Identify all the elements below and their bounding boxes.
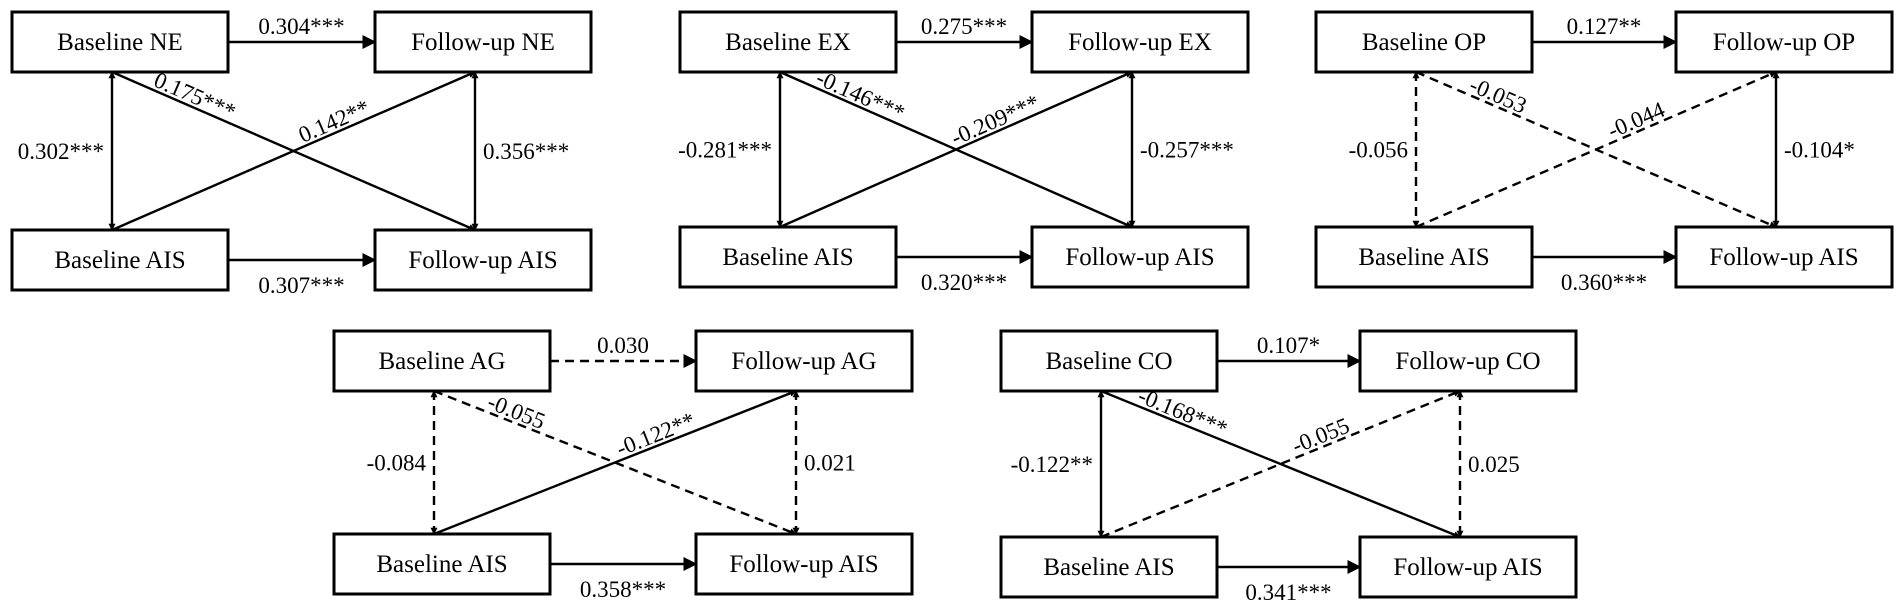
box-follow-ais — [1358, 535, 1578, 599]
coef-baseline-correlation: -0.281*** — [678, 138, 772, 163]
box-label-follow-trait: Follow-up CO — [1395, 348, 1540, 375]
box-label-follow-trait: Follow-up EX — [1068, 29, 1212, 56]
coef-ais-stability: 0.307*** — [258, 273, 344, 298]
panel-op: Baseline OP Follow-up OP Baseline AIS Follo… — [1314, 10, 1894, 295]
panel-ex: Baseline EX Follow-up EX Baseline AIS Follo… — [678, 10, 1250, 295]
coef-trait-stability: 0.107* — [1257, 333, 1320, 358]
ais-to-trait-arrow — [1100, 389, 1461, 539]
coef-followup-correlation: -0.257*** — [1140, 138, 1234, 163]
box-follow-ais — [1674, 225, 1894, 289]
box-label-follow-trait: Follow-up AG — [731, 348, 876, 375]
coef-trait-to-ais: -0.053 — [1466, 72, 1530, 118]
box-base-trait — [999, 329, 1219, 393]
box-follow-trait — [373, 10, 593, 74]
box-follow-trait — [1358, 329, 1578, 393]
coef-ais-to-trait: -0.044 — [1604, 97, 1669, 144]
panel-co: Baseline CO Follow-up CO Baseline AIS Follo… — [999, 329, 1578, 605]
box-label-follow-ais: Follow-up AIS — [1065, 244, 1214, 271]
box-label-base-trait: Baseline EX — [725, 29, 851, 56]
coef-ais-to-trait: 0.142** — [295, 95, 374, 148]
box-follow-ais — [694, 532, 914, 596]
box-label-base-trait: Baseline OP — [1362, 29, 1486, 56]
coef-ais-stability: 0.360*** — [1561, 270, 1647, 295]
box-base-trait — [1314, 10, 1534, 74]
coef-followup-correlation: 0.356*** — [483, 139, 569, 164]
coef-baseline-correlation: -0.084 — [367, 451, 427, 476]
box-follow-ais — [373, 228, 593, 292]
box-base-ais — [10, 228, 230, 292]
box-label-follow-ais: Follow-up AIS — [1709, 244, 1858, 271]
box-label-base-ais: Baseline AIS — [376, 551, 507, 578]
coef-trait-to-ais: -0.146*** — [812, 65, 908, 126]
box-base-ais — [999, 535, 1219, 599]
coef-trait-stability: 0.275*** — [921, 14, 1007, 39]
coef-followup-correlation: 0.025 — [1468, 452, 1520, 477]
box-follow-trait — [1674, 10, 1894, 74]
box-label-base-trait: Baseline AG — [378, 348, 505, 375]
box-label-base-ais: Baseline AIS — [1043, 554, 1174, 581]
coef-ais-to-trait: -0.055 — [1289, 413, 1353, 459]
trait-to-ais-arrow — [433, 389, 797, 536]
coef-ais-stability: 0.320*** — [921, 270, 1007, 295]
ais-to-trait-arrow — [433, 389, 797, 536]
panel-ag: Baseline AG Follow-up AG Baseline AIS Follo… — [332, 329, 914, 602]
box-label-base-ais: Baseline AIS — [722, 244, 853, 271]
trait-to-ais-arrow — [1100, 389, 1461, 539]
box-label-base-ais: Baseline AIS — [54, 247, 185, 274]
box-base-trait — [678, 10, 898, 74]
box-label-base-ais: Baseline AIS — [1358, 244, 1489, 271]
coef-trait-stability: 0.030 — [597, 333, 649, 358]
panel-ne: Baseline NE Follow-up NE Baseline AIS Follo… — [10, 10, 593, 298]
box-label-follow-ais: Follow-up AIS — [408, 247, 557, 274]
box-label-base-trait: Baseline NE — [57, 29, 183, 56]
coef-trait-stability: 0.304*** — [258, 14, 344, 39]
coef-ais-to-trait: -0.122** — [613, 408, 699, 462]
box-follow-trait — [694, 329, 914, 393]
box-follow-trait — [1030, 10, 1250, 74]
box-label-follow-trait: Follow-up OP — [1713, 29, 1855, 56]
coef-trait-to-ais: 0.175*** — [150, 67, 239, 124]
ais-to-trait-arrow — [1415, 70, 1777, 229]
box-base-ais — [1314, 225, 1534, 289]
box-label-follow-trait: Follow-up NE — [411, 29, 555, 56]
box-base-ais — [332, 532, 552, 596]
box-label-follow-ais: Follow-up AIS — [1393, 554, 1542, 581]
coef-baseline-correlation: -0.122** — [1011, 452, 1093, 477]
box-base-ais — [678, 225, 898, 289]
coef-followup-correlation: -0.104* — [1784, 138, 1855, 163]
box-follow-ais — [1030, 225, 1250, 289]
coef-ais-stability: 0.341*** — [1245, 580, 1331, 605]
coef-trait-stability: 0.127** — [1567, 14, 1642, 39]
box-label-base-trait: Baseline CO — [1045, 348, 1172, 375]
coef-ais-stability: 0.358*** — [580, 577, 666, 602]
coef-baseline-correlation: 0.302*** — [18, 139, 104, 164]
ais-to-trait-arrow — [779, 70, 1133, 229]
coef-followup-correlation: 0.021 — [804, 451, 856, 476]
box-base-trait — [10, 10, 230, 74]
box-label-follow-ais: Follow-up AIS — [729, 551, 878, 578]
ais-to-trait-arrow — [111, 70, 476, 232]
box-base-trait — [332, 329, 552, 393]
coef-trait-to-ais: -0.055 — [484, 389, 548, 434]
coef-baseline-correlation: -0.056 — [1349, 138, 1408, 163]
coef-ais-to-trait: -0.209*** — [947, 90, 1043, 151]
